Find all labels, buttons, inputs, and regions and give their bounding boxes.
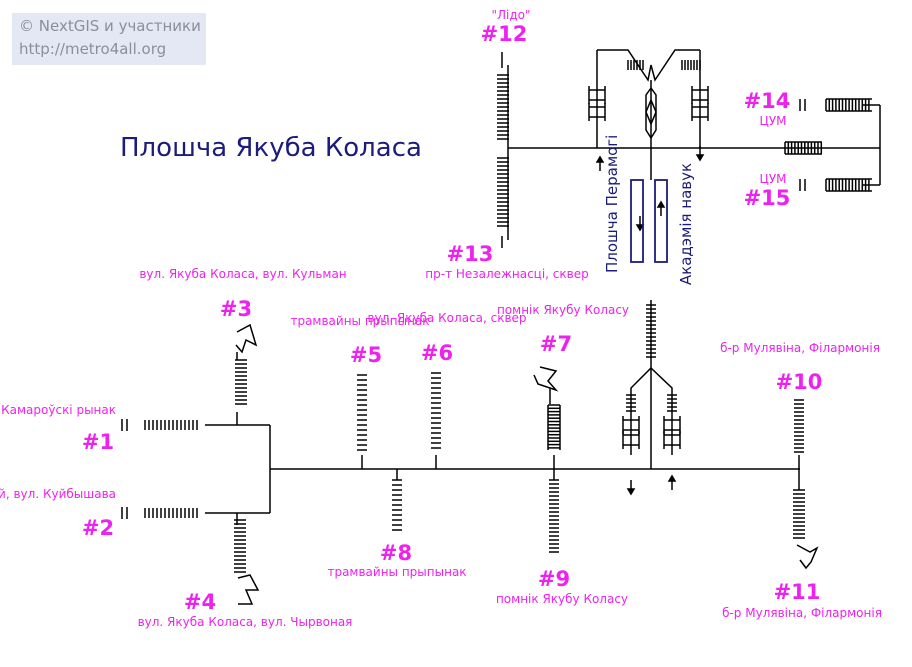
stairs-exit-1 — [144, 420, 198, 430]
escalator-upper-corridor — [784, 141, 823, 155]
exit-10-number[interactable]: #10 — [775, 370, 823, 394]
arrow-exit-lower-left — [626, 480, 636, 496]
exit-11-number[interactable]: #11 — [773, 580, 821, 604]
exit-9-caption: помнік Якубу Коласу — [495, 592, 629, 606]
exit-4-number[interactable]: #4 — [183, 590, 217, 614]
exit-2-caption: вул. В. Харужай, вул. Куйбышава — [0, 487, 116, 501]
escalator-exit-15 — [825, 178, 872, 192]
stairs-exit-5 — [357, 374, 367, 451]
platform-label-right: Акадэмія навук — [677, 162, 695, 286]
exit-8-caption: трамвайны прыпынак — [327, 565, 467, 579]
exit-4-caption: вул. Якуба Коласа, вул. Чырвоная — [137, 615, 353, 629]
exit-1-caption: вул. В. Харужай, Камароўскі рынак — [0, 403, 116, 417]
exit-8-number[interactable]: #8 — [379, 541, 413, 565]
exit-14-caption: ЦУМ — [759, 114, 787, 128]
station-title: Плошча Якуба Коласа — [120, 133, 422, 163]
exit-6-number[interactable]: #6 — [420, 341, 454, 365]
stairs-exit-3 — [235, 359, 247, 405]
platform-track-right — [654, 179, 668, 263]
exit-5-caption: трамвайны прыпынак — [290, 314, 430, 328]
stairs-upper-y-right — [681, 60, 701, 70]
stairs-exit-4 — [234, 519, 246, 573]
exit-10-caption: б-р Мулявіна, Філармонія — [720, 341, 880, 355]
stairs-exit-13 — [497, 157, 509, 227]
arrow-exit-upper-right — [695, 146, 705, 162]
corridor-y-right — [650, 49, 700, 82]
turnstile-upper-right — [691, 103, 709, 121]
exit-6-caption: вул. Якуба Коласа, сквер — [367, 311, 527, 325]
stairs-fork-left — [626, 394, 636, 412]
ramp-exit-7 — [533, 366, 559, 392]
turnstile-left — [622, 416, 640, 434]
arrow-platform-left — [635, 216, 645, 232]
stairs-exit-2 — [144, 508, 198, 518]
escalator-upper-center — [645, 86, 657, 140]
turnstile-upper-left — [588, 103, 606, 121]
arrow-platform-right — [656, 200, 666, 216]
credit-copyright: © NextGIS и участники — [19, 17, 201, 35]
exit-12-caption: "Лідо" — [491, 8, 531, 22]
exit-2-number[interactable]: #2 — [81, 516, 115, 540]
credit-url[interactable]: http://metro4all.org — [19, 40, 167, 58]
platform-track-left — [630, 179, 644, 263]
exit-5-number[interactable]: #5 — [349, 343, 383, 367]
arrow-entry-lower-right — [667, 474, 677, 490]
ramp-exit-3 — [235, 323, 258, 354]
exit-13-number[interactable]: #13 — [446, 242, 494, 266]
stairs-exit-6 — [431, 372, 441, 449]
exit-7-caption: помнік Якубу Коласу — [496, 303, 630, 317]
corridor-fork-left — [630, 367, 652, 400]
exit-3-number[interactable]: #3 — [219, 297, 253, 321]
turnstile-upper-left — [588, 86, 606, 104]
turnstile-right — [663, 431, 681, 449]
exit-15-number[interactable]: #15 — [743, 186, 791, 210]
turnstile-left — [622, 431, 640, 449]
arrow-entry-upper-left — [595, 155, 605, 171]
exit-11-caption: б-р Мулявіна, Філармонія — [722, 606, 882, 620]
exit-7-number[interactable]: #7 — [539, 332, 573, 356]
exit-12-number[interactable]: #12 — [480, 22, 528, 46]
corridor-y-left — [597, 49, 652, 82]
stairs-exit-12 — [497, 74, 509, 140]
ramp-exit-11 — [796, 544, 819, 570]
exit-9-number[interactable]: #9 — [537, 567, 571, 591]
stairs-exit-11 — [793, 489, 805, 539]
exit-15-caption: ЦУМ — [759, 172, 787, 186]
ramp-exit-4 — [237, 574, 260, 605]
escalator-exit-14 — [825, 98, 872, 112]
exit-1-number[interactable]: #1 — [81, 430, 115, 454]
stairs-exit-8 — [392, 479, 402, 531]
platform-label-left: Плошча Перамогі — [603, 134, 621, 273]
stairs-exit-9 — [549, 479, 559, 553]
stairs-fork-right — [667, 394, 677, 412]
escalator-exit-7 — [547, 404, 561, 450]
corridor-fork-right — [650, 367, 673, 400]
exit-14-number[interactable]: #14 — [743, 89, 791, 113]
stairs-exit-10 — [794, 399, 804, 453]
exit-13-caption: пр-т Незалежнасці, сквер — [425, 267, 589, 281]
escalator-upper-center-marker — [645, 98, 657, 126]
turnstile-upper-right — [691, 86, 709, 104]
stairs-platform-lower — [646, 304, 656, 358]
exit-3-caption: вул. Якуба Коласа, вул. Кульман — [139, 267, 347, 281]
stairs-upper-y-left — [627, 60, 644, 70]
credit-box — [12, 13, 206, 65]
